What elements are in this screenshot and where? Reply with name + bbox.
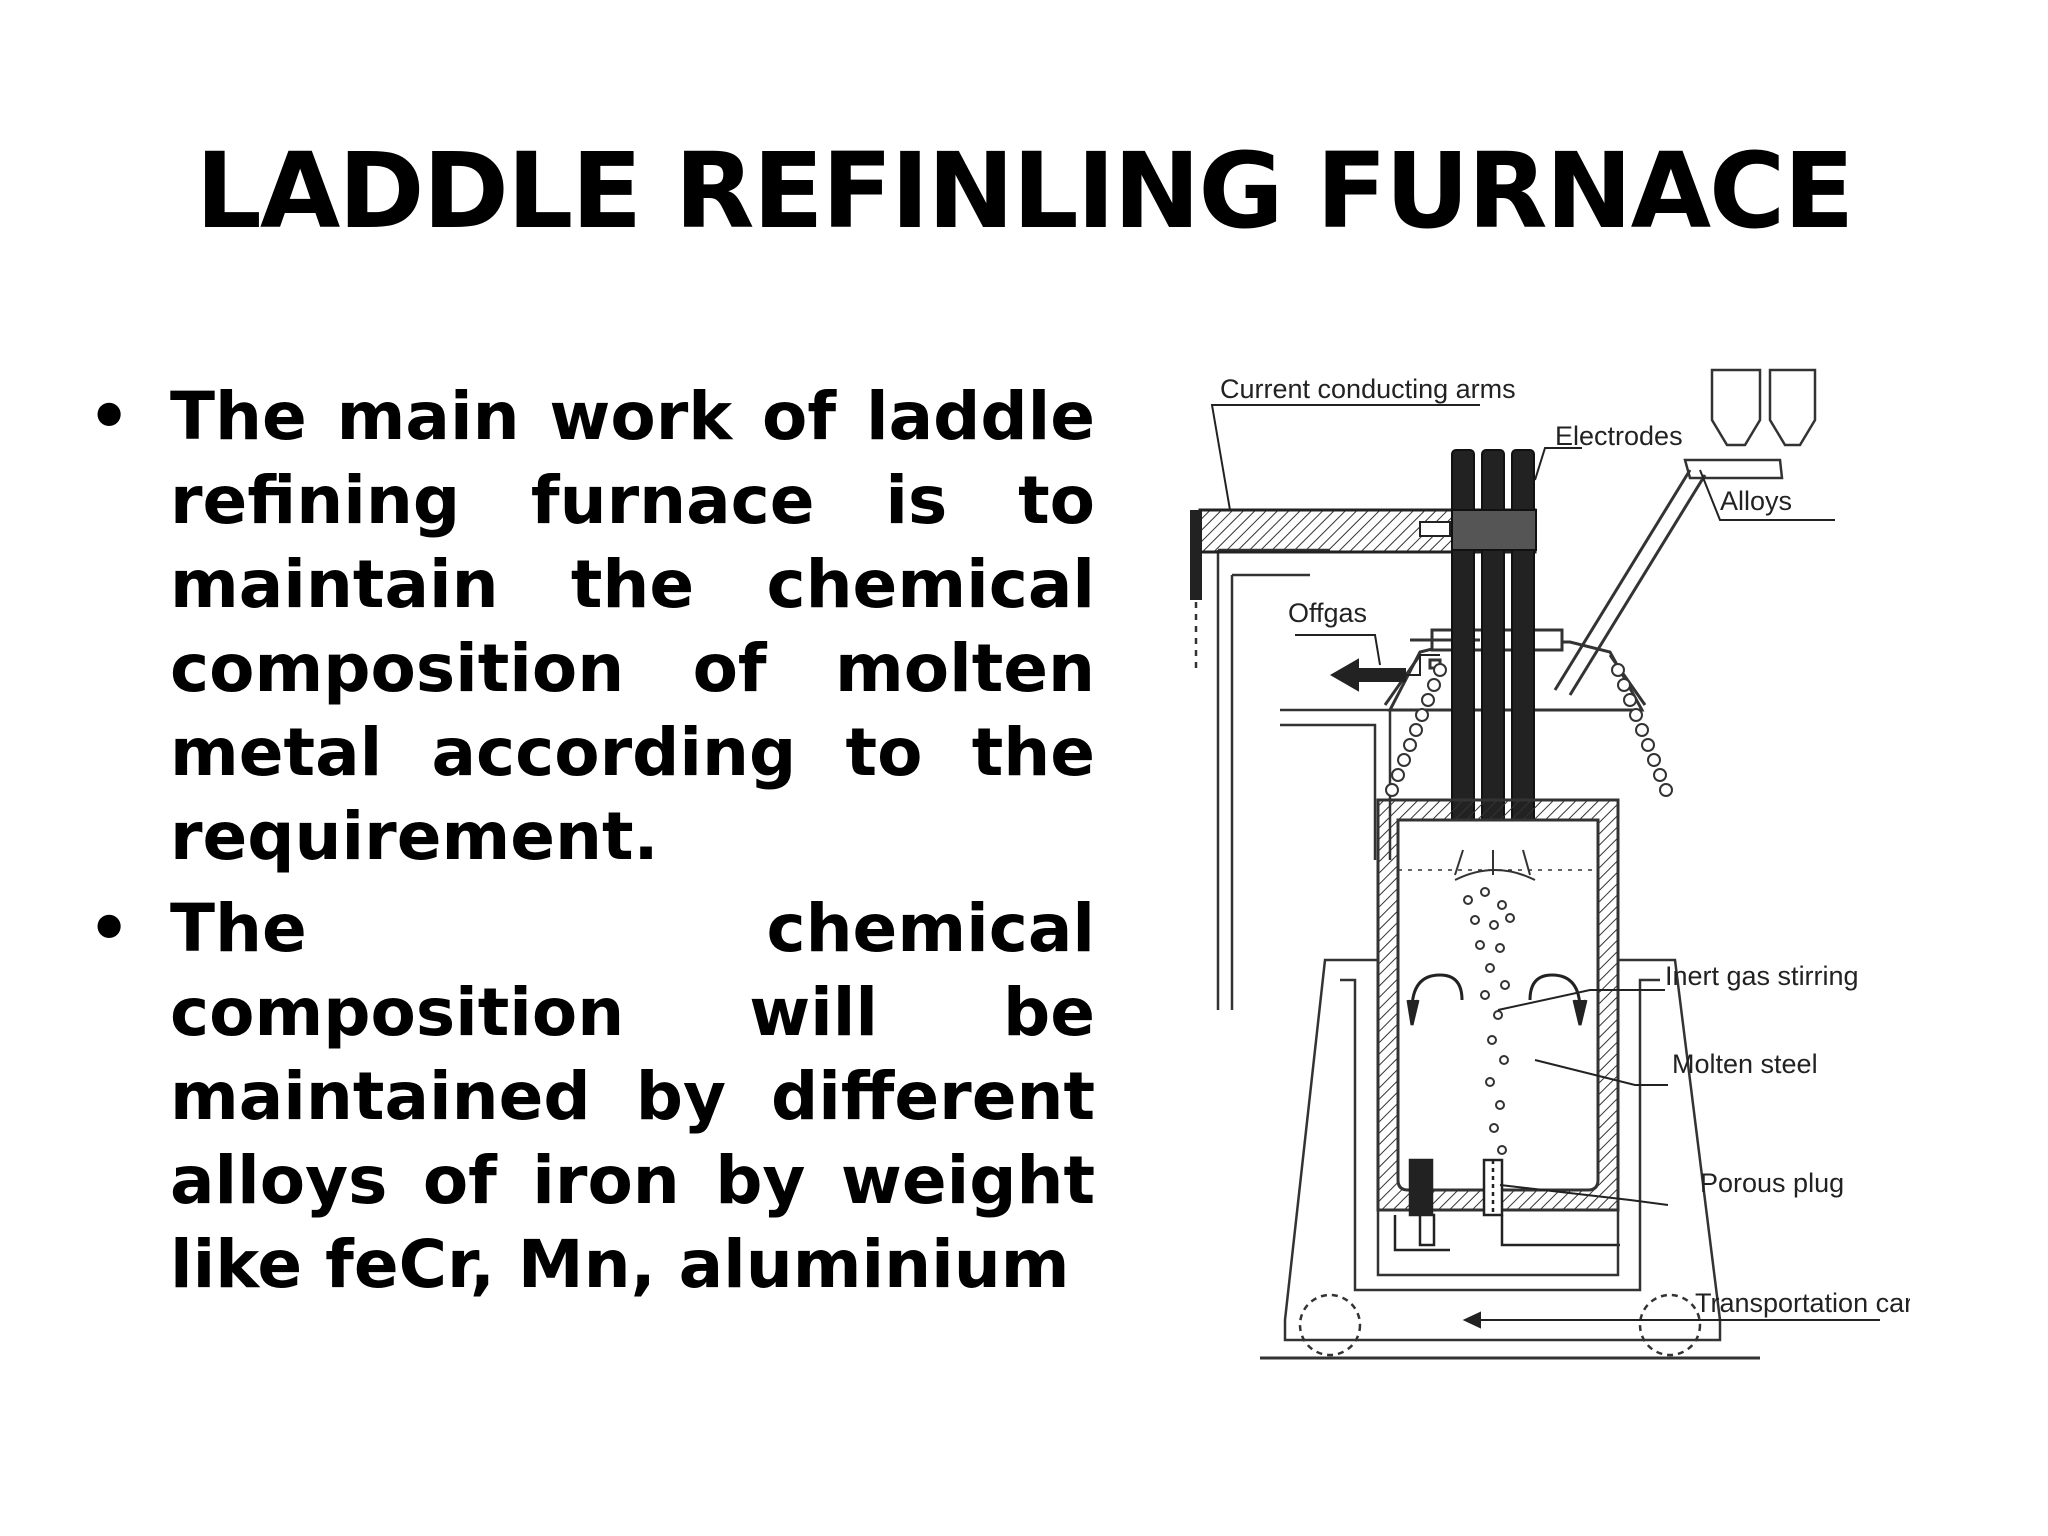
offgas-arrow (1329, 654, 1440, 692)
electrodes (1451, 449, 1537, 851)
bullet-item: • The chemical composition will be maint… (80, 887, 1095, 1307)
label-inert-gas-stirring: Inert gas stirring (1665, 961, 1859, 991)
ladle-furnace-diagram: Current conducting arms Electrodes Alloy… (1190, 368, 1910, 1360)
bullet-item: • The main work of laddle refining furna… (80, 375, 1095, 879)
transport-car (1260, 958, 1760, 1360)
bullet-dot-icon: • (88, 378, 131, 455)
label-current-conducting-arms: Current conducting arms (1220, 374, 1516, 404)
roof-cooling-ring (1385, 663, 1673, 797)
label-electrodes: Electrodes (1555, 421, 1683, 451)
bottom-fittings (1393, 1158, 1620, 1252)
ladle-wall (1376, 798, 1620, 1212)
label-porous-plug: Porous plug (1700, 1168, 1844, 1198)
leader-lines (1210, 404, 1880, 1329)
alloy-hoppers (1553, 368, 1817, 696)
label-transportation-car: Transportation car (1695, 1288, 1910, 1318)
label-molten-steel: Molten steel (1672, 1049, 1818, 1079)
label-alloys: Alloys (1720, 486, 1792, 516)
slide-title: LADDLE REFINLING FURNACE (195, 130, 1855, 252)
bullet-text: The main work of laddle refining furnace… (170, 378, 1095, 875)
label-offgas: Offgas (1288, 598, 1367, 628)
bullet-dot-icon: • (88, 890, 131, 967)
bullet-list: • The main work of laddle refining furna… (80, 375, 1095, 1315)
electrode-tips (1454, 849, 1536, 881)
bullet-text: The chemical composition will be maintai… (170, 890, 1095, 1303)
